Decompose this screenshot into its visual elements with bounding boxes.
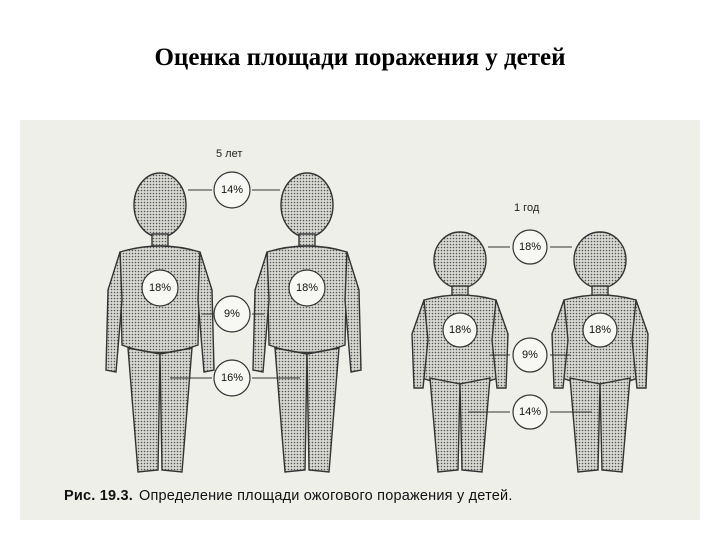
scanned-figure: 5 лет 1 год 14% 18% 18% 9% 16% 18% 18% 1… xyxy=(20,120,700,520)
caption-number: Рис. 19.3. xyxy=(64,488,133,504)
pct-5-trunk-front: 18% xyxy=(148,282,172,294)
child-1-front xyxy=(411,231,509,473)
child-5-back xyxy=(252,172,362,473)
pct-1-arm: 9% xyxy=(522,349,538,361)
pct-1-trunk-back: 18% xyxy=(588,324,612,336)
pct-5-trunk-back: 18% xyxy=(295,282,319,294)
slide-title: Оценка площади поражения у детей xyxy=(154,44,566,71)
age-label-5: 5 лет xyxy=(216,148,243,160)
age-label-1: 1 год xyxy=(514,202,540,214)
child-5-front xyxy=(105,172,215,473)
pct-5-head: 14% xyxy=(220,184,244,196)
pct-5-leg: 16% xyxy=(220,372,244,384)
pct-5-arm: 9% xyxy=(224,308,240,320)
pct-1-head: 18% xyxy=(518,241,542,253)
connector-arrows-5 xyxy=(170,189,300,379)
pct-1-trunk-front: 18% xyxy=(448,324,472,336)
pct-1-leg: 14% xyxy=(518,406,542,418)
figure-illustration xyxy=(105,171,649,473)
child-1-back xyxy=(551,231,649,473)
figure-caption: Рис. 19.3. Определение площади ожогового … xyxy=(64,488,513,504)
connector-arrows-1 xyxy=(468,246,592,413)
caption-text: Определение площади ожогового поражения … xyxy=(138,488,513,504)
percent-circles xyxy=(141,171,618,430)
